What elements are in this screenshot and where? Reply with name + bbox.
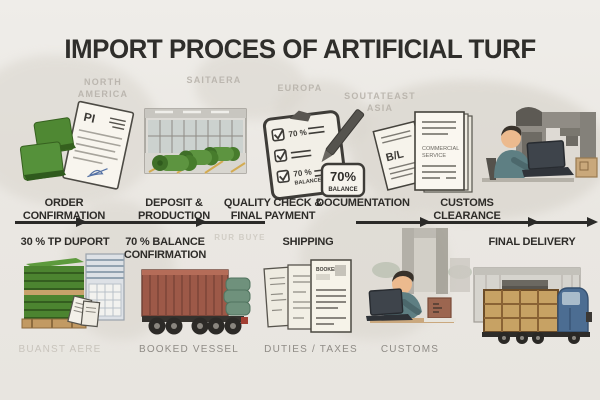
step-label-quality-check: QUALITY CHECK & FINAL PAYMENT [213, 197, 333, 223]
step-label-balance-70-line1: 70 % BALANCE [125, 236, 205, 248]
documentation-icon: B/L COMMERCIAL SERVICE [372, 111, 473, 193]
booked-doc-text: BOOKED [316, 267, 338, 273]
step-label-final-delivery: FINAL DELIVERY [488, 236, 576, 248]
pi-doc-label: PI [82, 110, 96, 126]
container-truck-icon [141, 269, 251, 335]
delivery-truck-icon [473, 267, 592, 344]
map-label-europa: EUROPA [277, 83, 323, 93]
step-label-customs-clearance: CUSTOMS CLEARANCE [433, 197, 501, 222]
arrowhead-1 [76, 216, 87, 227]
caption-buanst-aere: BUANST AERE [18, 344, 102, 355]
step-label-deposit-30: 30 % TP DUPORT [20, 236, 110, 248]
badge-word-text: BALANCE [328, 187, 357, 193]
map-label-faint-africa: RUR BUYE [214, 233, 266, 242]
step-label-documentation: DOCUMENTATION [316, 197, 410, 209]
shipping-documents-icon: BOOKED [263, 259, 352, 333]
customs-officer-icon [366, 228, 472, 323]
customs-clearance-icon [482, 107, 598, 182]
step-label-balance-70: 70 % BALANCE CONFIRMATION [95, 236, 235, 262]
process-arrow-segment-right [356, 221, 588, 224]
step-label-balance-70-line2: CONFIRMATION [123, 249, 207, 261]
checklist-row1-text: 70 % [288, 128, 307, 139]
badge-percent-text: 70% [330, 169, 356, 184]
caption-customs: CUSTOMS [380, 344, 440, 355]
map-label-saitaera: SAITAERA [186, 75, 242, 85]
arrowhead-4 [528, 216, 539, 227]
order-confirmation-icon: PI [19, 100, 135, 190]
map-label-north-america: NORTH AMERICA [58, 76, 148, 100]
caption-booked-vessel: BOOKED VESSEL [138, 344, 240, 355]
bl-doc-label: B/L [385, 148, 405, 164]
map-label-southeast-line2: ASIA [366, 103, 394, 113]
arrowhead-end [587, 216, 598, 227]
map-label-southeast-line1: SOUTATEAST [344, 91, 416, 101]
quality-checklist-icon: 70 % 70 % BALANCE 70% BALANCE [262, 109, 366, 201]
step-label-deposit-production: DEPOSIT & PRODUCTION [138, 197, 210, 222]
page-title: IMPORT PROCES OF ARTIFICIAL TURF [64, 34, 536, 64]
map-label-north-america-line1: NORTH [84, 77, 122, 87]
checklist-row3-text: 70 % [293, 167, 312, 178]
map-label-north-america-line2: AMERICA [77, 89, 129, 99]
step-label-shipping: SHIPPING [282, 236, 334, 248]
step-label-quality-check-line1: QUALITY CHECK & [223, 197, 323, 209]
commercial-doc-line1: COMMERCIAL [422, 146, 459, 152]
process-arrow-segment-left [15, 221, 265, 224]
map-label-southeast-asia: SOUTATEAST ASIA [332, 90, 428, 114]
step-label-order-confirmation: ORDER CONFIRMATION [22, 197, 106, 222]
arrowhead-3 [420, 216, 431, 227]
factory-production-icon [144, 108, 247, 174]
caption-duties-taxes: DUTIES / TAXES [264, 344, 358, 355]
turf-pallet-icon [21, 253, 125, 329]
step-label-quality-check-line2: FINAL PAYMENT [230, 210, 316, 222]
arrowhead-2 [196, 216, 207, 227]
checklist-row3-sub: BALANCE [294, 177, 322, 186]
commercial-doc-line2: SERVICE [422, 153, 446, 159]
